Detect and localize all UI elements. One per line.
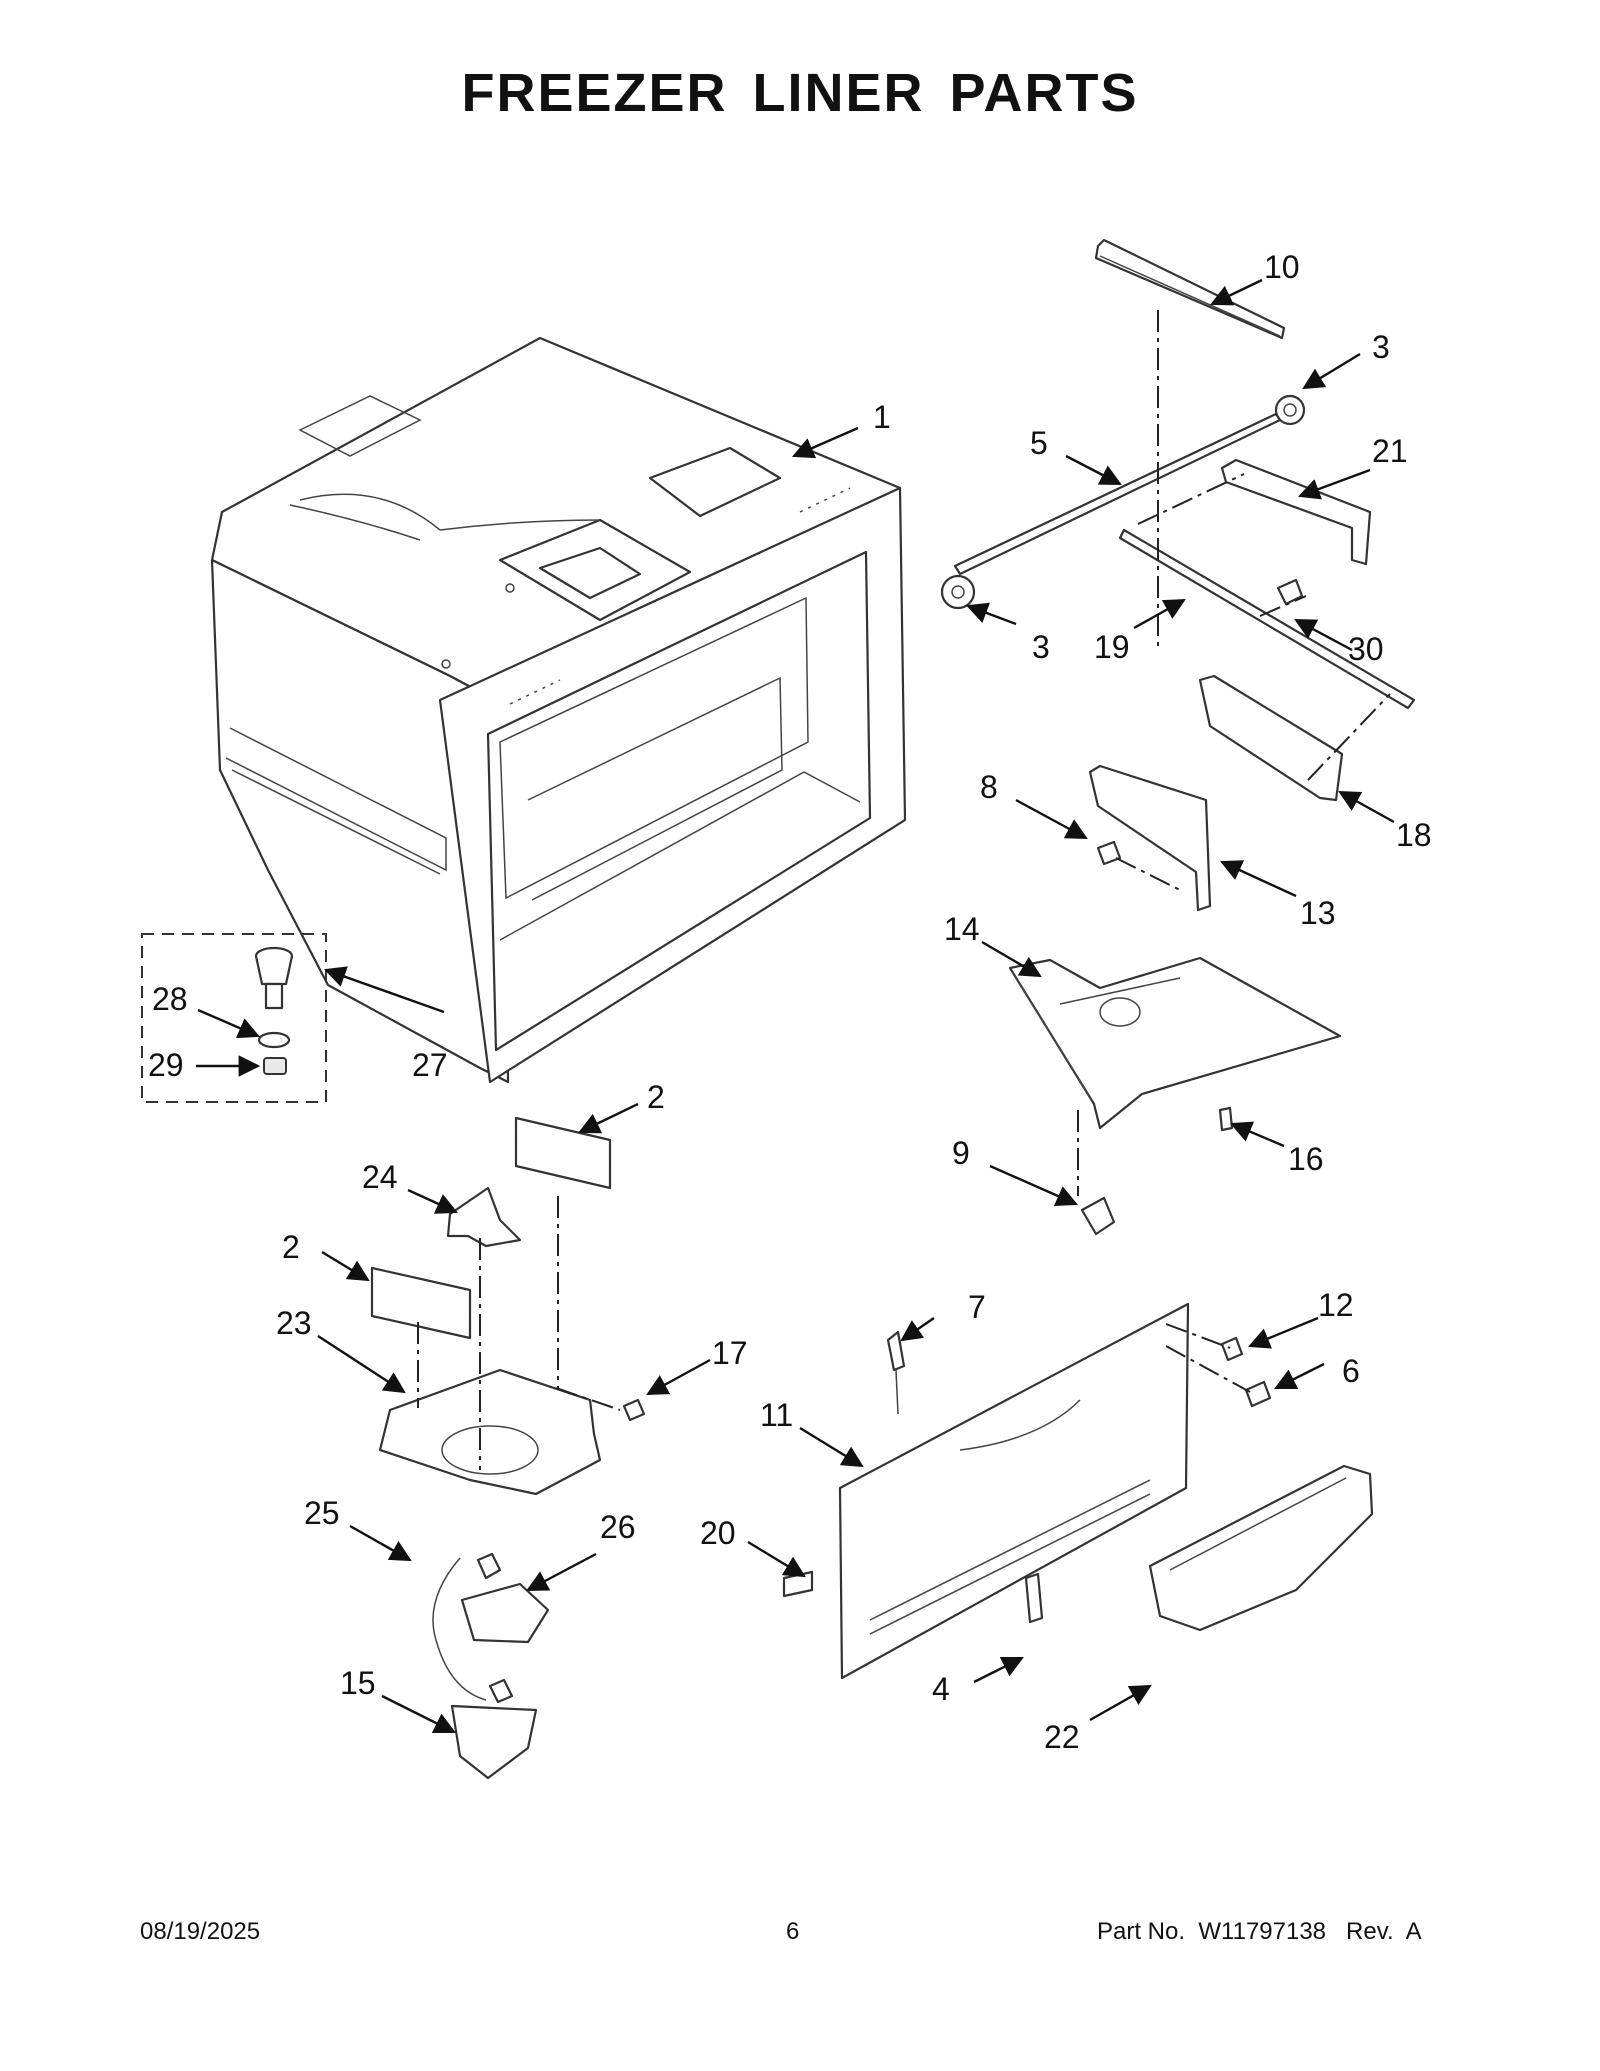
damper-6 [1244, 1380, 1272, 1408]
callout-14: 14 [944, 911, 980, 947]
callout-5: 5 [1030, 425, 1048, 461]
callout-23: 23 [276, 1305, 312, 1341]
footer-date: 08/19/2025 [140, 1918, 261, 1945]
slide-rail-19 [1118, 528, 1416, 710]
gear-3-bottom [940, 574, 976, 610]
rear-panel-11 [838, 1302, 1190, 1680]
screw-30 [1276, 578, 1304, 606]
callout-25: 25 [304, 1495, 340, 1531]
assembly-27-box [141, 933, 327, 1103]
shaft-5 [953, 412, 1282, 576]
fan-blade-24 [446, 1186, 522, 1248]
callout-13: 13 [1300, 895, 1336, 931]
footer-part-number: Part No. W11797138 Rev. A [1097, 1918, 1422, 1946]
callout-1: 1 [873, 399, 891, 435]
freezer-liner [210, 336, 907, 1084]
callout-24: 24 [362, 1159, 398, 1195]
callout-arrows [196, 278, 1395, 1734]
knob-9 [1080, 1196, 1116, 1236]
callout-2-bottom: 2 [282, 1229, 300, 1265]
thermistor-7 [886, 1330, 906, 1372]
rack-18 [1198, 674, 1344, 802]
clip-16 [1218, 1106, 1234, 1132]
callout-labels: 1 2 2 3 3 4 5 6 7 8 9 10 11 12 13 14 15 … [148, 249, 1432, 1755]
callout-9: 9 [952, 1135, 970, 1171]
support-13 [1088, 764, 1212, 912]
callout-26: 26 [600, 1509, 636, 1545]
callout-7: 7 [968, 1289, 986, 1325]
callout-21: 21 [1372, 433, 1408, 469]
o-ring-28 [257, 1031, 291, 1049]
callout-16: 16 [1288, 1141, 1324, 1177]
callout-22: 22 [1044, 1719, 1080, 1755]
callout-10: 10 [1264, 249, 1300, 285]
grille-22 [1148, 1464, 1374, 1632]
callout-8: 8 [980, 769, 998, 805]
foam-2-bottom [370, 1266, 472, 1340]
callout-18: 18 [1396, 817, 1432, 853]
screw-8 [1096, 840, 1122, 866]
rail-10 [1094, 238, 1286, 340]
callout-4: 4 [932, 1671, 950, 1707]
callout-30: 30 [1348, 631, 1384, 667]
wire-harness-25 [432, 1557, 487, 1701]
callout-19: 19 [1094, 629, 1130, 665]
gear-3-top [1274, 394, 1306, 426]
callout-12: 12 [1318, 1287, 1354, 1323]
motor-bracket-15 [450, 1704, 538, 1780]
callout-17: 17 [712, 1335, 748, 1371]
motor-26 [460, 1582, 550, 1644]
grommet-29 [263, 1057, 287, 1075]
bracket-21 [1220, 458, 1372, 566]
fan-housing-23 [378, 1368, 602, 1496]
callout-20: 20 [700, 1515, 736, 1551]
drain-fitting-assembly [254, 946, 294, 1075]
callout-6: 6 [1342, 1353, 1360, 1389]
clip-4 [1024, 1572, 1044, 1624]
part-number-value: W11797138 [1198, 1918, 1327, 1945]
callout-2-top: 2 [647, 1079, 665, 1115]
part-number-label: Part No. [1097, 1918, 1186, 1945]
foam-strip-20 [782, 1570, 814, 1598]
screw-12 [1220, 1336, 1244, 1362]
footer-page-number: 6 [786, 1918, 800, 1945]
callout-15: 15 [340, 1665, 376, 1701]
callout-3-top: 3 [1372, 329, 1390, 365]
callout-28: 28 [152, 981, 188, 1017]
screw-17 [622, 1398, 646, 1422]
callout-27: 27 [412, 1047, 448, 1083]
foam-2-top [514, 1116, 612, 1190]
revision-label: Rev. [1346, 1918, 1394, 1945]
callout-11: 11 [760, 1397, 793, 1433]
revision-value: A [1405, 1918, 1422, 1945]
callout-29: 29 [148, 1047, 184, 1083]
page-title: FREEZER LINER PARTS [461, 63, 1139, 123]
ice-bin-14 [1008, 956, 1342, 1130]
callout-3-bottom: 3 [1032, 629, 1050, 665]
